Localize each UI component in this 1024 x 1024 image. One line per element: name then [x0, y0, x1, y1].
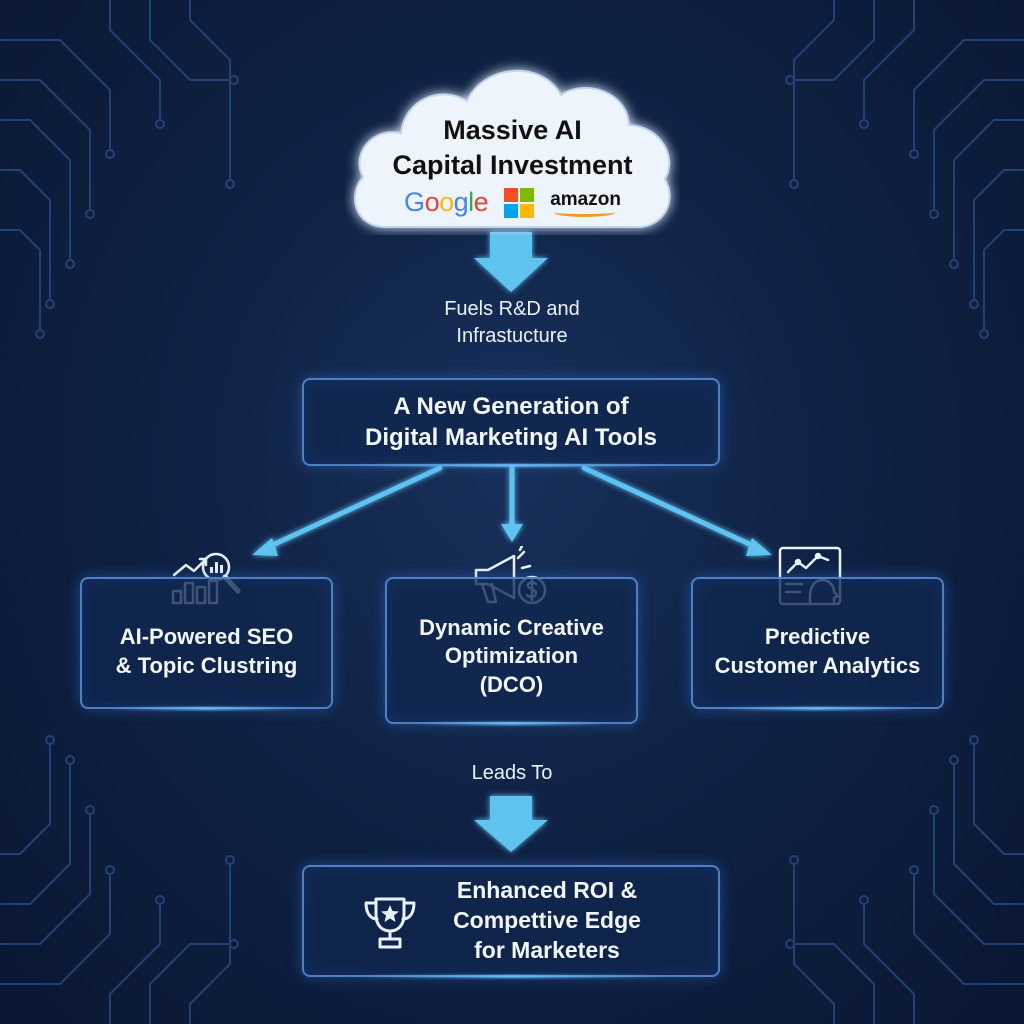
connector-label-line: Fuels R&D and	[444, 298, 580, 320]
connector-label-fuels: Fuels R&D and Infrastucture	[362, 296, 662, 350]
outcome-title: Enhanced ROI & Compettive Edge for Marke…	[453, 876, 641, 966]
connector-label-leads-to: Leads To	[412, 760, 612, 787]
tool-box-analytics: Predictive Customer Analytics	[691, 577, 944, 709]
hub-title: A New Generation of Digital Marketing AI…	[365, 391, 657, 453]
outcome-box: Enhanced ROI & Compettive Edge for Marke…	[302, 865, 720, 977]
amazon-logo: amazon	[550, 189, 621, 217]
tool-title-line: Customer Analytics	[714, 653, 921, 678]
cloud-title: Massive AI Capital Investment	[345, 113, 680, 183]
outcome-title-line: for Marketers	[474, 936, 620, 963]
google-logo-letter: e	[473, 187, 489, 217]
hub-title-line: Digital Marketing AI Tools	[364, 424, 658, 451]
google-logo-letter: G	[404, 187, 425, 217]
down-arrow-2	[474, 796, 548, 852]
outcome-title-line: Enhanced ROI &	[456, 877, 638, 904]
branch-arrow-right	[581, 465, 761, 551]
cloud-title-line: Massive AI	[443, 115, 582, 145]
microsoft-logo	[504, 187, 535, 218]
tool-title: Dynamic Creative Optimization (DCO)	[419, 602, 604, 700]
outcome-title-line: Compettive Edge	[453, 907, 641, 934]
google-logo-letter: o	[424, 187, 440, 217]
tool-title-line: AI-Powered SEO	[119, 624, 294, 650]
google-logo: Google	[404, 187, 489, 218]
hub-box: A New Generation of Digital Marketing AI…	[302, 378, 720, 466]
branch-arrow-left	[263, 465, 443, 551]
tool-title-line: (DCO)	[479, 671, 544, 697]
tool-title-line: & Topic Clustring	[115, 653, 298, 678]
google-logo-letter: o	[439, 187, 454, 217]
google-logo-letter: l	[468, 187, 474, 217]
tool-box-seo: AI-Powered SEO & Topic Clustring	[80, 577, 333, 709]
cloud-title-line: Capital Investment	[392, 150, 633, 181]
tool-title-line: Predictive	[764, 624, 871, 650]
investment-cloud: Massive AI Capital Investment Google ama…	[345, 55, 680, 235]
company-logos: Google amazon	[345, 187, 680, 218]
down-arrow-1	[474, 232, 548, 292]
hub-title-line: A New Generation of	[393, 392, 629, 420]
tool-title-line: Optimization	[444, 643, 579, 669]
trophy-icon	[364, 897, 416, 949]
tool-title: Predictive Customer Analytics	[715, 605, 921, 680]
tool-box-dco: Dynamic Creative Optimization (DCO)	[385, 577, 638, 724]
tool-title: AI-Powered SEO & Topic Clustring	[116, 605, 298, 680]
connector-label-text: Leads To	[471, 762, 553, 784]
google-logo-letter: g	[453, 187, 469, 217]
tool-title-line: Dynamic Creative	[419, 614, 604, 640]
connector-label-line: Infrastucture	[456, 325, 568, 347]
